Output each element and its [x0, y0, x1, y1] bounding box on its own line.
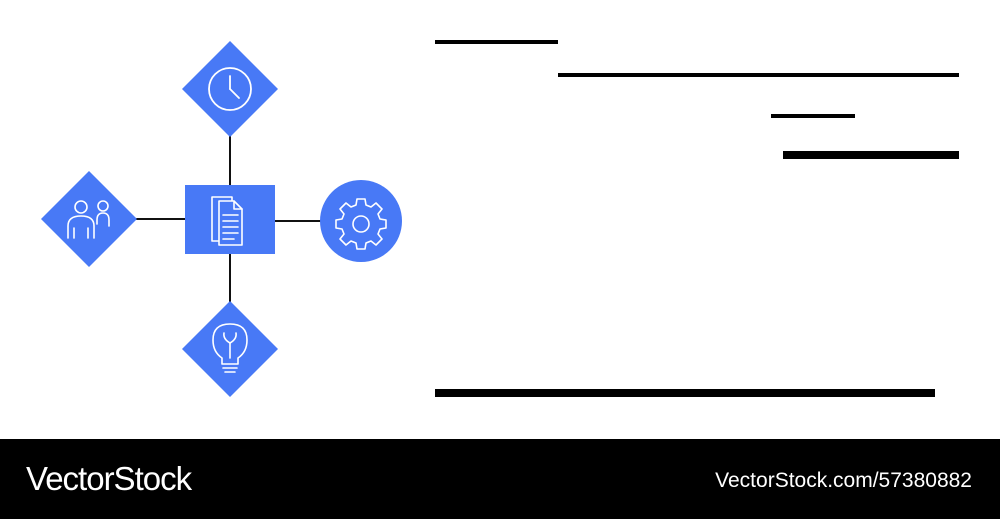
watermark-footer: VectorStock VectorStock.com/57380882: [0, 439, 1000, 519]
text-line-5: [435, 389, 935, 397]
lightbulb-icon: [212, 323, 248, 373]
users-icon: [67, 200, 110, 239]
process-diagram: [41, 40, 959, 397]
lightbulb-node: [182, 301, 278, 397]
users-diamond: [41, 171, 137, 267]
footer-url: VectorStock.com/57380882: [715, 469, 972, 492]
text-line-1: [435, 40, 558, 44]
document-icon: [211, 196, 243, 246]
gear-circle: [320, 180, 402, 262]
footer-brand-logo: VectorStock: [26, 460, 192, 497]
center-node: [185, 185, 275, 254]
text-line-3: [771, 114, 855, 118]
text-line-4: [783, 151, 959, 159]
text-placeholder-lines: [435, 40, 959, 397]
clock-icon: [208, 67, 252, 111]
clock-node: [182, 41, 278, 137]
gear-node: [320, 180, 402, 262]
users-node: [41, 171, 137, 267]
gear-icon: [335, 198, 387, 250]
text-line-2: [558, 73, 959, 77]
